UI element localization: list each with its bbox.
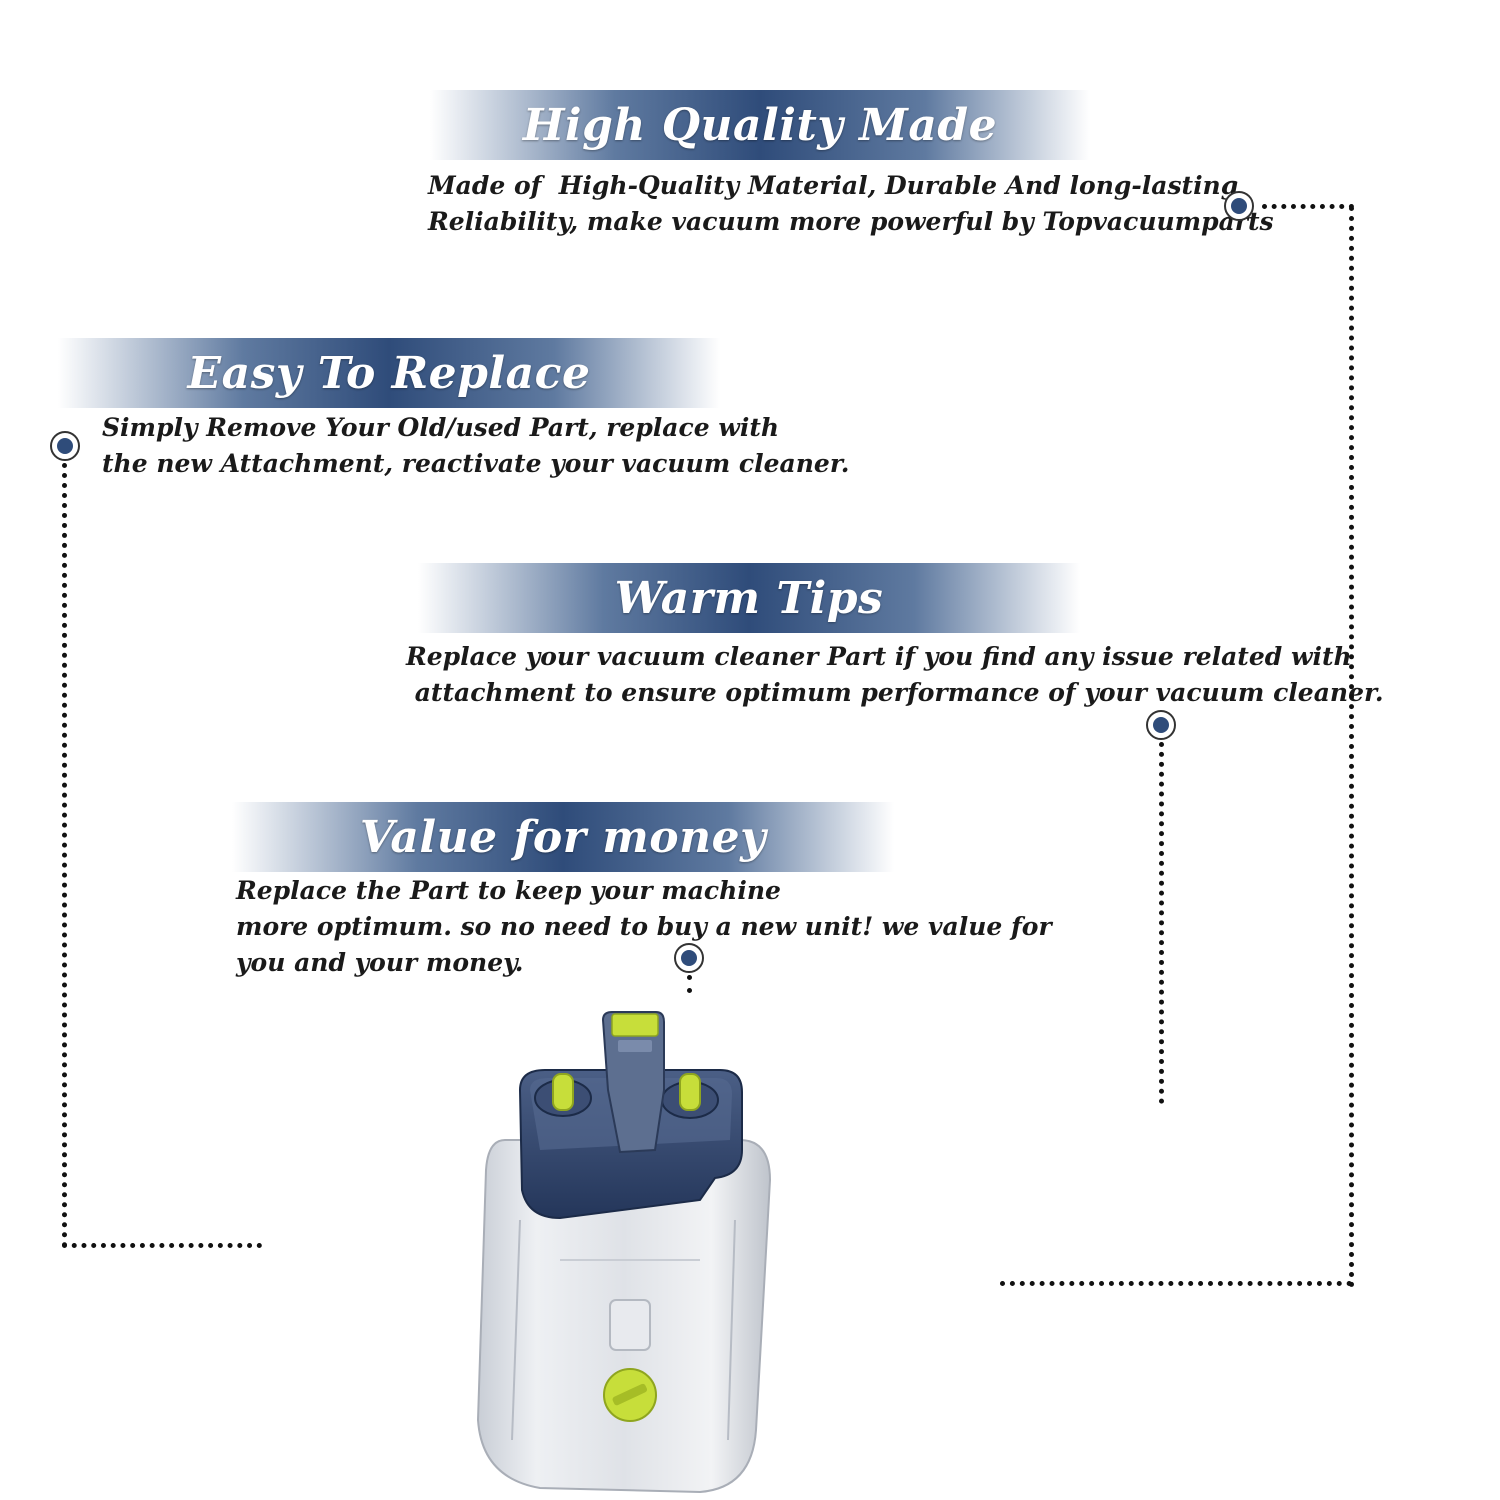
feature-title: Warm Tips: [614, 572, 884, 624]
feature-title: Value for money: [359, 811, 767, 863]
callout-marker-icon: [1146, 710, 1176, 740]
connector-line: [1159, 742, 1164, 1104]
connector-line: [62, 463, 67, 1248]
feature-banner-value: Value for money: [232, 802, 894, 872]
connector-line: [1262, 204, 1354, 209]
feature-description: Made of High-Quality Material, Durable A…: [428, 171, 1274, 236]
connector-line: [1000, 1281, 1352, 1286]
callout-marker-icon: [674, 943, 704, 973]
feature-description: Replace your vacuum cleaner Part if you …: [406, 642, 1384, 707]
feature-title: High Quality Made: [522, 99, 998, 151]
feature-description: Replace the Part to keep your machine mo…: [236, 876, 1052, 977]
connector-line: [1349, 206, 1354, 1288]
callout-marker-icon: [1224, 191, 1254, 221]
connector-line: [62, 1243, 262, 1248]
connector-line: [687, 975, 692, 993]
feature-title: Easy To Replace: [187, 347, 591, 399]
feature-banner-easy-replace: Easy To Replace: [58, 338, 720, 408]
feature-description: Simply Remove Your Old/used Part, replac…: [102, 413, 850, 478]
feature-banner-warm-tips: Warm Tips: [418, 563, 1080, 633]
callout-marker-icon: [50, 431, 80, 461]
feature-banner-high-quality: High Quality Made: [430, 90, 1090, 160]
